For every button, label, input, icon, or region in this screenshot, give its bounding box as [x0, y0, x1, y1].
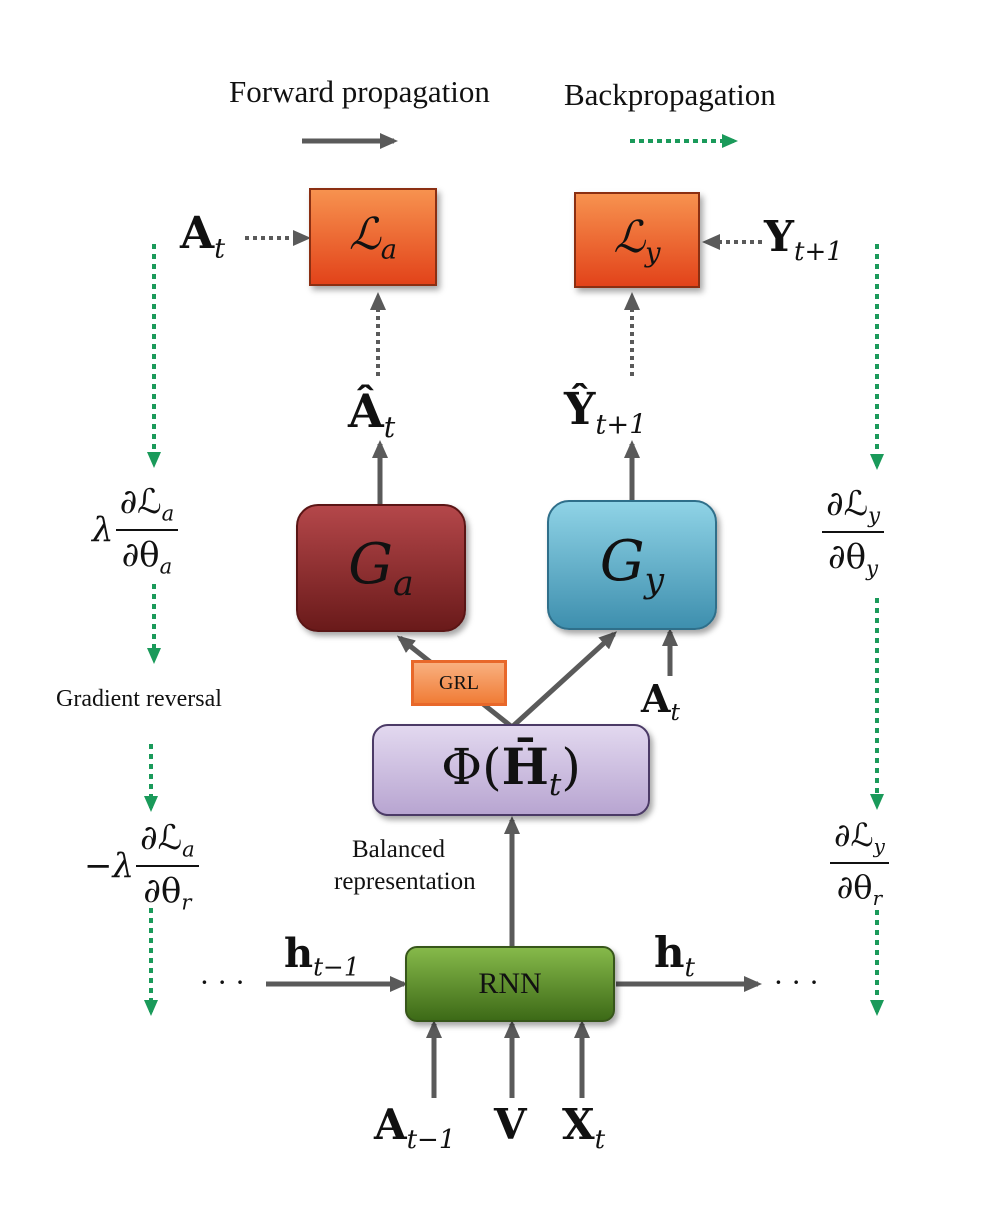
g-a-box: Ga — [296, 504, 466, 632]
label-a-t-target: At — [180, 208, 226, 265]
phi-label: Φ(H̄t) — [441, 737, 581, 803]
gradient-reversal-label: Gradient reversal — [56, 686, 222, 712]
grad-right-top: ∂ℒy ∂θy — [822, 484, 884, 581]
label-v: V — [494, 1100, 527, 1149]
legend-forward-label: Forward propagation — [229, 74, 490, 109]
label-h-prev: ht−1 — [284, 930, 360, 982]
phi-box: Φ(H̄t) — [372, 724, 650, 816]
rnn-box: RNN — [405, 946, 615, 1022]
label-a-hat: Ât — [348, 384, 396, 444]
balanced-rep-line1: Balanced — [352, 836, 446, 863]
loss-a-box: ℒa — [309, 188, 437, 286]
label-y-hat: Ŷt+1 — [564, 384, 647, 441]
rnn-label: RNN — [478, 967, 542, 1000]
grad-left-top: λ ∂ℒa ∂θa — [92, 482, 179, 579]
dots-left: · · · — [200, 966, 245, 999]
loss-y-box: ℒy — [574, 192, 700, 288]
g-y-label: Gy — [599, 528, 665, 602]
label-h-t: ht — [654, 928, 696, 984]
dots-right: · · · — [774, 966, 819, 999]
loss-y-label: ℒy — [613, 211, 661, 269]
arrow-phi-to-gy — [510, 631, 617, 729]
grad-right-bottom: ∂ℒy ∂θr — [830, 816, 889, 910]
g-y-box: Gy — [547, 500, 717, 630]
label-x-t: Xt — [562, 1100, 606, 1156]
label-a-t-input: At — [641, 676, 680, 727]
grl-box: GRL — [411, 660, 507, 706]
grl-label: GRL — [439, 671, 479, 694]
legend-backward-label: Backpropagation — [564, 77, 776, 112]
loss-a-label: ℒa — [349, 208, 397, 266]
label-y-t1-target: Yt+1 — [764, 212, 843, 268]
g-a-label: Ga — [348, 531, 414, 605]
label-a-prev: At−1 — [374, 1100, 456, 1156]
grad-left-bottom: −λ ∂ℒa ∂θr — [84, 818, 199, 915]
balanced-rep-line2: representation — [334, 868, 476, 895]
